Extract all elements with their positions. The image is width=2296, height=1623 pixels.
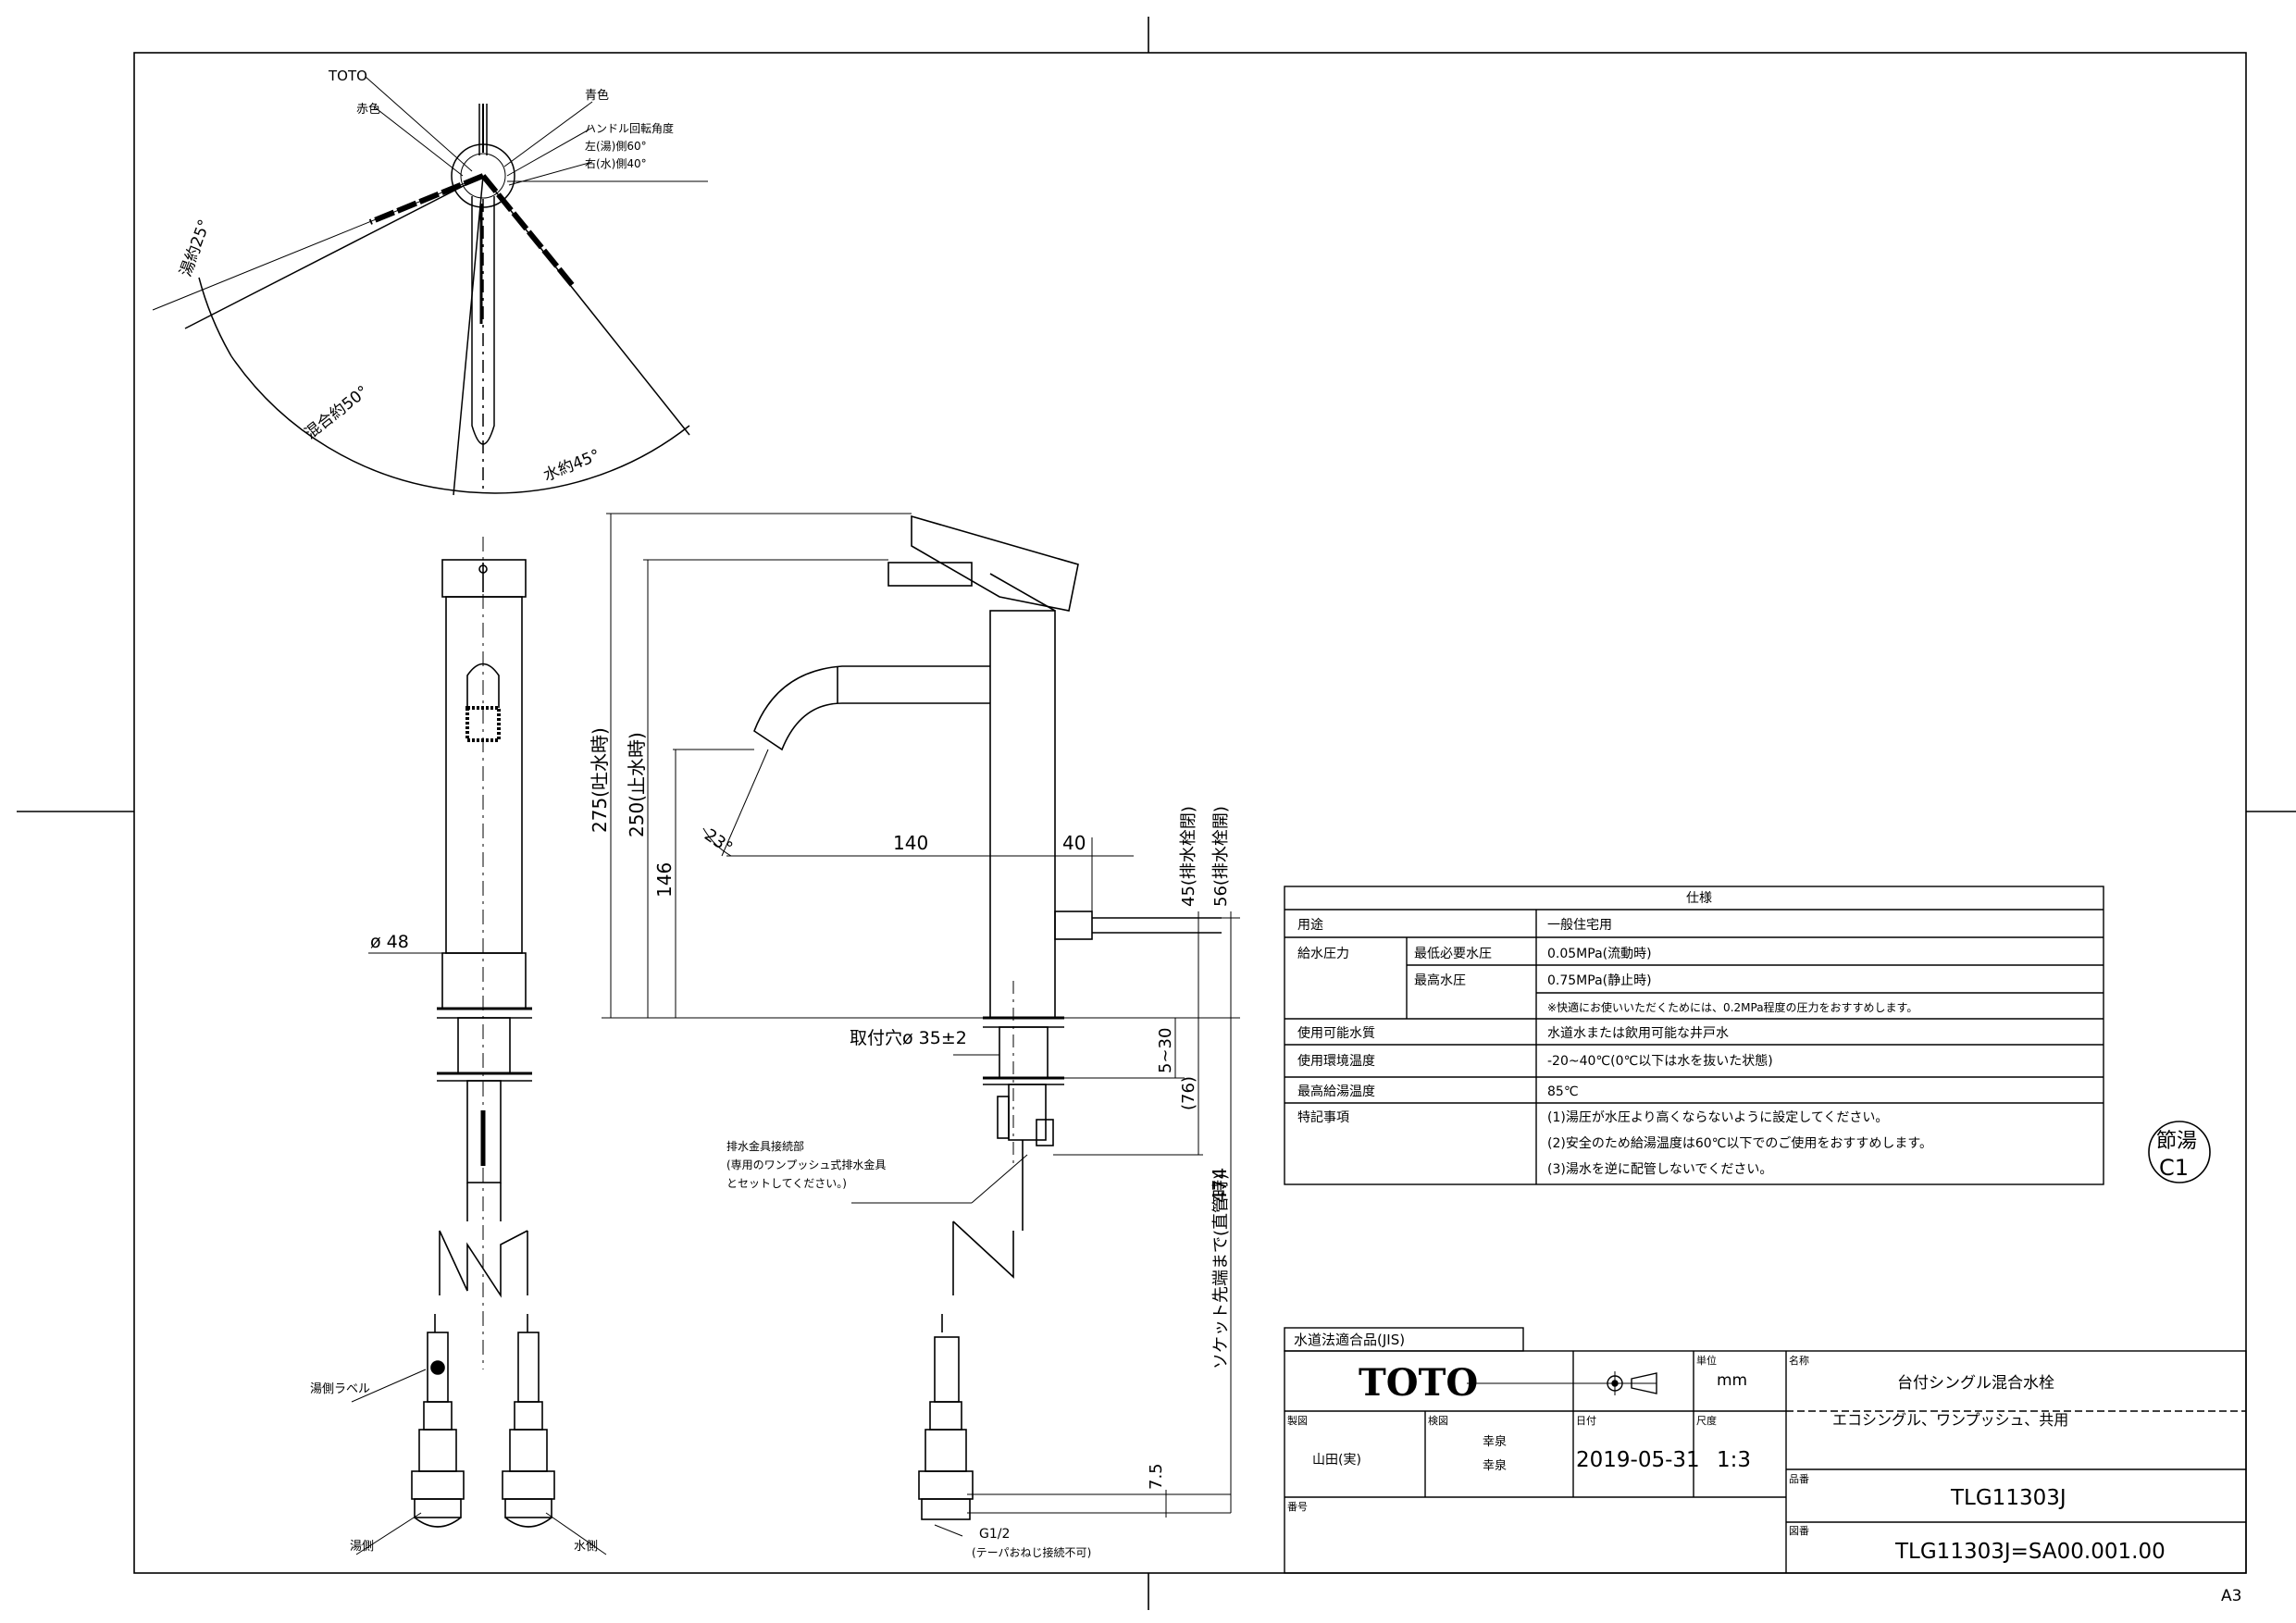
spec-row-value: 水道水または飲用可能な井戸水: [1547, 1026, 1729, 1041]
stamp-line2: C1: [2159, 1155, 2189, 1181]
spec-row-label: 用途: [1297, 917, 1323, 933]
spec-row-value: 85℃: [1547, 1084, 1579, 1099]
number-label: 番号: [1287, 1501, 1308, 1513]
height-7-5-label: 7.5: [1147, 1463, 1166, 1490]
height-45-label: 45(排水栓閉): [1179, 806, 1198, 907]
model-value: TLG11303J: [1950, 1486, 2066, 1510]
spec-row-label: 最高給湯温度: [1297, 1084, 1375, 1099]
height-275-label: 275(吐水時): [589, 727, 611, 833]
hot-label-tag: 湯側ラベル: [310, 1382, 370, 1396]
socket-note-label: ソケット先端まで(直管時): [1211, 1173, 1231, 1369]
top-brand-label: TOTO: [328, 68, 367, 84]
range-5-30-label: 5~30: [1156, 1028, 1175, 1073]
handle-right-angle: 右(水)側40°: [585, 156, 647, 170]
product-subname: エコシングル、ワンプッシュ、共用: [1832, 1411, 2068, 1429]
diameter-48-label: ø 48: [370, 932, 409, 952]
hot-side-label: 湯側: [350, 1540, 374, 1554]
spec-row-sub: 最高水圧: [1414, 973, 1466, 988]
spec-row-value: 0.05MPa(流動時): [1547, 947, 1652, 961]
spec-rows: 用途 一般住宅用 給水圧力 最低必要水圧 0.05MPa(流動時) 最高水圧 0…: [1297, 917, 1932, 1177]
width-40-label: 40: [1062, 832, 1086, 854]
cold-angle-label: 水約45°: [540, 446, 602, 486]
drawing-number-label: 図番: [1789, 1525, 1809, 1537]
scale-label: 尺度: [1696, 1414, 1717, 1427]
blue-label: 青色: [585, 88, 609, 103]
g-half-label: G1/2: [979, 1527, 1010, 1542]
stamp-line1: 節湯: [2156, 1130, 2197, 1153]
spec-row-label: 使用可能水質: [1297, 1025, 1375, 1041]
mount-hole-label: 取付穴ø 35±2: [850, 1028, 967, 1048]
hot-angle-label: 湯約25°: [177, 217, 215, 279]
cold-side-label: 水側: [574, 1540, 598, 1554]
spec-row-label: 給水圧力: [1297, 947, 1349, 961]
front-view: [351, 537, 607, 1555]
spec-row-label: 使用環境温度: [1297, 1053, 1375, 1069]
spec-row-sub: 最低必要水圧: [1414, 947, 1492, 961]
red-label: 赤色: [356, 102, 380, 117]
handle-left-angle: 左(湯)側60°: [585, 139, 647, 153]
top-view: [152, 76, 708, 496]
scale-value: 1:3: [1717, 1448, 1751, 1472]
drain-note-line1: 排水金具接続部: [726, 1139, 804, 1153]
product-name: 台付シングル混合水栓: [1897, 1374, 2054, 1393]
name-label: 名称: [1789, 1354, 1809, 1367]
handle-angle-title: ハンドル回転角度: [585, 121, 674, 135]
sheet-frame: [17, 17, 2296, 1610]
spec-row-value: 0.75MPa(静止時): [1547, 973, 1652, 988]
g-half-note: (テーパおねじ接続不可): [972, 1545, 1091, 1559]
date-value: 2019-05-31: [1576, 1448, 1700, 1472]
unit-label: 単位: [1696, 1354, 1717, 1367]
height-56-label: 56(排水栓開): [1211, 806, 1231, 907]
spec-row-note: ※快適にお使いいただくためには、0.2MPa程度の圧力をおすすめします。: [1547, 1000, 1917, 1014]
spec-row-label: 特記事項: [1297, 1109, 1349, 1125]
jis-label: 水道法適合品(JIS): [1294, 1332, 1405, 1348]
drafter-value: 山田(実): [1312, 1453, 1361, 1468]
checker-label: 検図: [1428, 1414, 1448, 1427]
spec-row-value: (3)湯水を逆に配管しないでください。: [1547, 1161, 1772, 1177]
height-474-label: 474: [1209, 1168, 1231, 1203]
spec-row-value: (1)湯圧が水圧より高くならないように設定してください。: [1547, 1109, 1888, 1125]
mixed-angle-label: 混合約50°: [302, 382, 372, 443]
checker-value-1: 幸泉: [1483, 1434, 1507, 1449]
spec-table: [1284, 886, 2104, 1185]
width-140-label: 140: [893, 832, 928, 854]
drafter-label: 製図: [1287, 1414, 1308, 1427]
side-view: [602, 513, 1240, 1537]
height-76-label: (76): [1179, 1076, 1198, 1110]
date-label: 日付: [1576, 1415, 1596, 1427]
drain-note-line3: とセットしてください。): [726, 1177, 847, 1190]
height-250-label: 250(止水時): [626, 732, 648, 837]
setsuyu-stamp: 節湯 C1: [2148, 1121, 2211, 1183]
angle-23-label: 23°: [701, 825, 736, 859]
height-146-label: 146: [653, 862, 676, 898]
spec-table-title: 仕様: [1686, 891, 1712, 906]
drawing-number-value: TLG11303J=SA00.001.00: [1894, 1540, 2166, 1564]
unit-value: mm: [1717, 1371, 1747, 1390]
checker-value-2: 幸泉: [1483, 1458, 1507, 1473]
title-block: [1284, 1327, 2247, 1574]
spec-row-value: (2)安全のため給湯温度は60℃以下でのご使用をおすすめします。: [1547, 1135, 1932, 1151]
model-label: 品番: [1789, 1473, 1809, 1485]
spec-row-value: -20~40℃(0℃以下は水を抜いた状態): [1547, 1054, 1773, 1069]
sheet-size-label: A3: [2221, 1587, 2241, 1605]
spec-row-value: 一般住宅用: [1547, 918, 1612, 933]
drain-note-line2: (専用のワンプッシュ式排水金具: [726, 1158, 886, 1171]
toto-logo: TOTO: [1359, 1361, 1478, 1405]
